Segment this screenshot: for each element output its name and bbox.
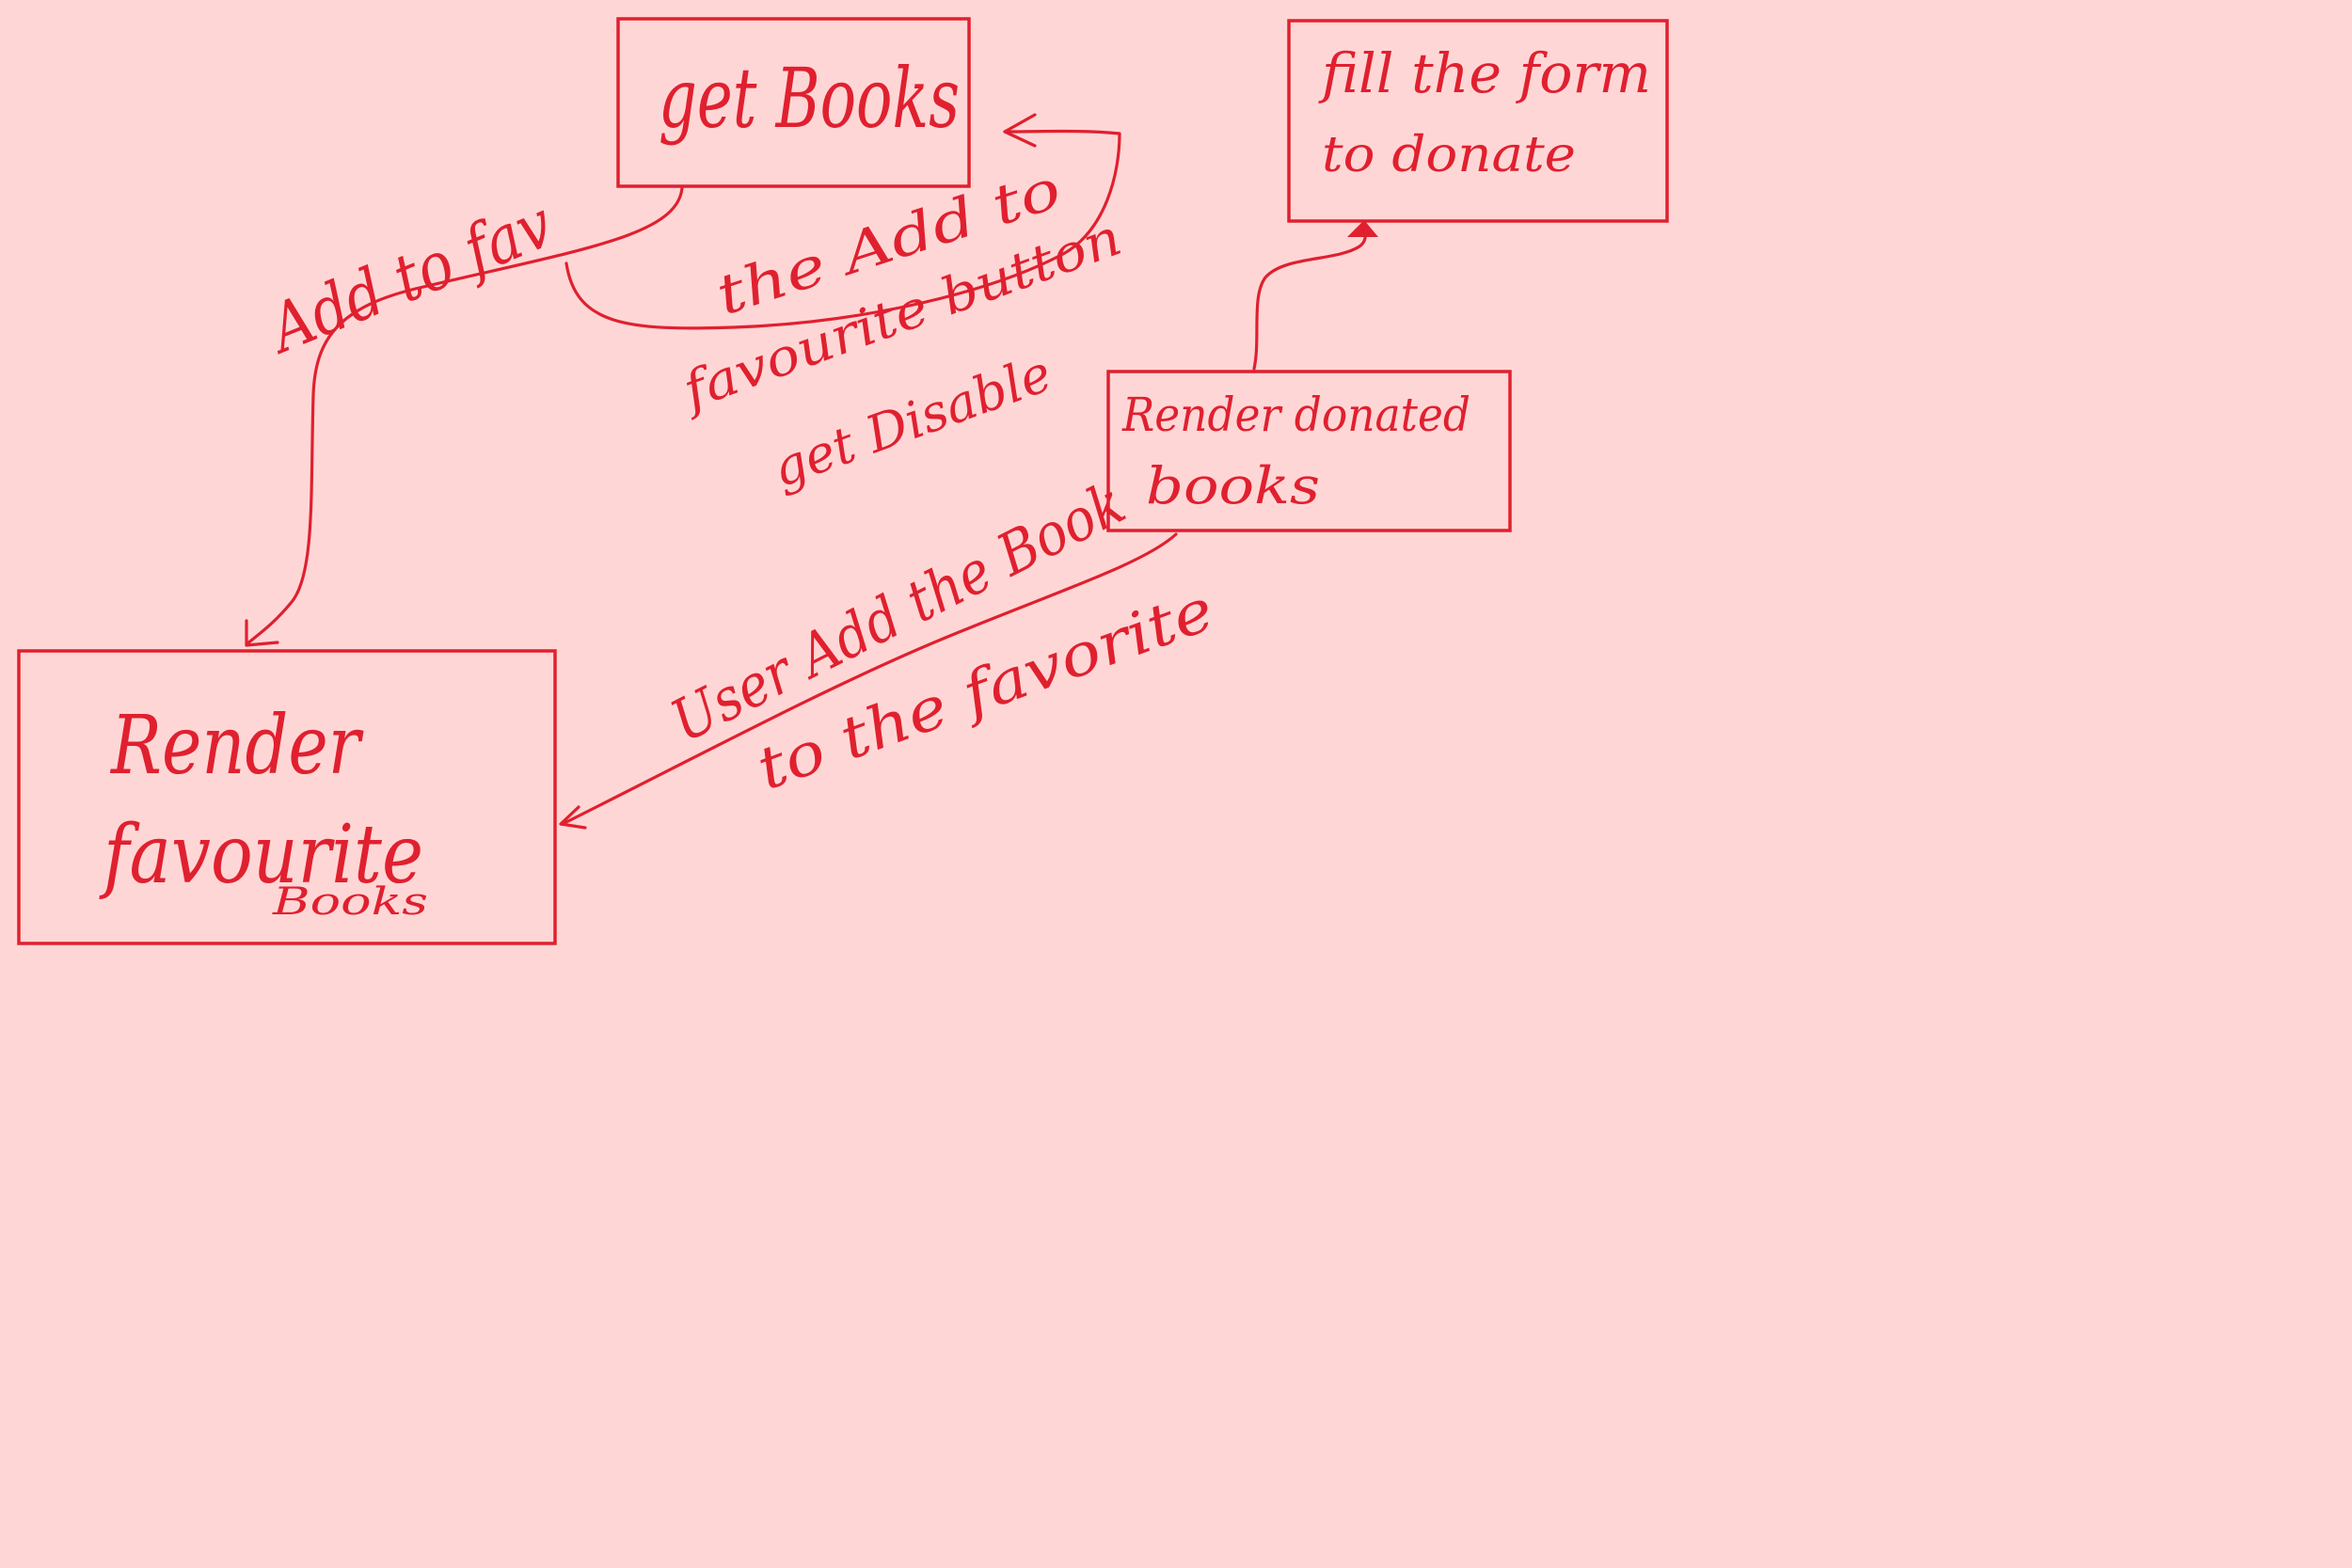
edge-user-add-arrowhead [559, 805, 587, 830]
node-render-favourite-label-2: favourite [99, 808, 423, 902]
node-get-books-label: get Books [659, 50, 960, 147]
node-render-favourite-label-1: Render [109, 699, 364, 793]
node-render-donated-label-1: Render donated [1121, 388, 1470, 442]
edge-add-to-fav-arrowhead [245, 619, 279, 647]
edge-add-to-fav: Add to fav [245, 185, 684, 647]
node-get-books: get Books [616, 17, 971, 188]
node-render-donated-box [1106, 370, 1512, 532]
node-render-donated: Render donated books [1106, 370, 1512, 532]
edge-disable-loop-line [564, 129, 1121, 330]
edge-donate-arrowhead [1347, 220, 1378, 237]
node-render-favourite-label-3: Books [272, 880, 428, 924]
edge-donate-line [1252, 222, 1367, 371]
node-render-favourite-box [17, 649, 557, 945]
node-get-books-box [616, 17, 971, 188]
node-fill-form-box [1287, 19, 1669, 223]
edge-disable-loop-arrowhead [1003, 113, 1037, 148]
node-fill-form-label-1: fill the form [1318, 41, 1651, 105]
edge-user-add-line [561, 532, 1178, 826]
edge-add-to-fav-label: Add to fav [255, 185, 564, 370]
node-render-donated-label-2: books [1146, 456, 1320, 515]
node-fill-form: fill the form to donate [1287, 19, 1669, 223]
edge-disable-loop: the Add to favourite button get Disable [564, 113, 1129, 499]
edge-add-to-fav-line [245, 186, 684, 646]
node-render-favourite: Render favourite Books [17, 649, 557, 945]
node-fill-form-label-2: to donate [1322, 127, 1576, 183]
edge-donate [1252, 220, 1378, 371]
edge-user-add: User Add the Book to the favorite [559, 468, 1222, 830]
